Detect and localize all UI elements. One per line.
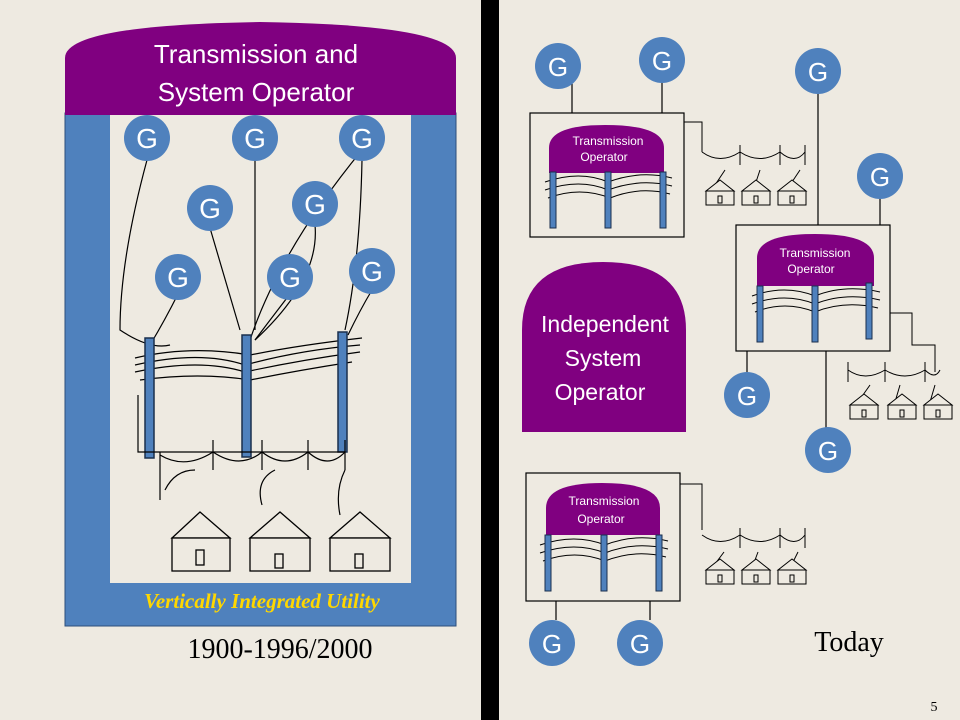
house	[704, 179, 736, 206]
svg-text:G: G	[808, 57, 828, 87]
transmission-tower	[811, 285, 819, 343]
to-label-line1: Transmission	[573, 134, 644, 148]
tso-label-line1: Transmission and	[154, 39, 358, 69]
generator-icon: G	[724, 372, 770, 418]
utility-label: Vertically Integrated Utility	[144, 589, 380, 613]
house	[848, 393, 880, 420]
iso-dome	[522, 262, 686, 432]
transmission-tower	[655, 534, 663, 592]
transmission-tower	[337, 331, 348, 453]
svg-text:G: G	[136, 123, 158, 154]
today-diagram: Transmission Operator	[522, 37, 954, 666]
iso-label-line1: Independent	[541, 311, 670, 337]
to-label-line2: Operator	[787, 262, 834, 276]
to-dome	[546, 483, 660, 535]
slide-number: 5	[931, 700, 938, 715]
generator-icon: G	[805, 427, 851, 473]
transmission-tower	[659, 171, 667, 229]
svg-text:G: G	[244, 123, 266, 154]
generator-icon: G	[535, 43, 581, 89]
vertically-integrated-utility: Transmission and System Operator	[64, 22, 457, 627]
iso-label-line3: Operator	[555, 379, 646, 405]
generator-icon: G	[232, 115, 278, 161]
transmission-tower	[865, 282, 873, 340]
transmission-operator-2: Transmission Operator	[735, 92, 954, 428]
transmission-operator-1: Transmission Operator	[529, 80, 808, 238]
transmission-tower	[544, 534, 552, 592]
house	[740, 558, 772, 585]
generator-icon: G	[155, 254, 201, 300]
transmission-tower	[600, 534, 608, 592]
to-box	[529, 112, 685, 238]
generator-icon: G	[639, 37, 685, 83]
to-dome	[549, 125, 664, 173]
to-box	[735, 224, 891, 352]
generator-icon: G	[617, 620, 663, 666]
generator-icon: G	[857, 153, 903, 199]
generator-icon: G	[292, 181, 338, 227]
svg-text:G: G	[361, 256, 383, 287]
transmission-tower	[549, 171, 557, 229]
transmission-tower	[756, 285, 764, 343]
distribution-lines	[137, 395, 346, 516]
transmission-tower	[144, 337, 155, 459]
independent-system-operator: Independent System Operator	[522, 262, 686, 432]
to-box	[525, 472, 681, 602]
svg-text:G: G	[870, 162, 890, 192]
transmission-tower	[604, 171, 612, 229]
generator-icon: G	[187, 185, 233, 231]
to-label-line2: Operator	[577, 512, 624, 526]
generator-icon: G	[349, 248, 395, 294]
house	[328, 511, 392, 572]
svg-text:G: G	[630, 629, 650, 659]
right-era-label: Today	[814, 627, 884, 658]
to-dome	[757, 234, 874, 286]
svg-text:G: G	[652, 46, 672, 76]
generator-icon: G	[339, 115, 385, 161]
to-label-line2: Operator	[580, 150, 627, 164]
transmission-tower	[241, 334, 252, 458]
house	[248, 511, 312, 572]
left-era-label: 1900-1996/2000	[187, 634, 372, 665]
svg-text:G: G	[199, 193, 221, 224]
tso-dome	[65, 22, 456, 115]
transmission-operator-3: Transmission Operator	[525, 472, 808, 620]
house	[170, 511, 232, 572]
svg-text:G: G	[279, 262, 301, 293]
generator-icon: G	[124, 115, 170, 161]
utility-inner-area	[110, 113, 411, 583]
svg-text:G: G	[737, 381, 757, 411]
svg-text:G: G	[542, 629, 562, 659]
generator-icon: G	[529, 620, 575, 666]
house	[886, 393, 918, 420]
house	[740, 179, 772, 206]
svg-text:G: G	[548, 52, 568, 82]
to-label-line1: Transmission	[569, 494, 640, 508]
house	[776, 179, 808, 206]
svg-text:G: G	[818, 436, 838, 466]
house	[922, 393, 954, 420]
house	[776, 558, 808, 585]
house	[704, 558, 736, 585]
iso-label-line2: System	[565, 345, 642, 371]
svg-text:G: G	[351, 123, 373, 154]
svg-text:G: G	[167, 262, 189, 293]
generator-icon: G	[795, 48, 841, 94]
tso-label-line2: System Operator	[158, 77, 355, 107]
to-label-line1: Transmission	[780, 246, 851, 260]
svg-text:G: G	[304, 189, 326, 220]
generator-icon: G	[267, 254, 313, 300]
divider	[481, 0, 499, 720]
